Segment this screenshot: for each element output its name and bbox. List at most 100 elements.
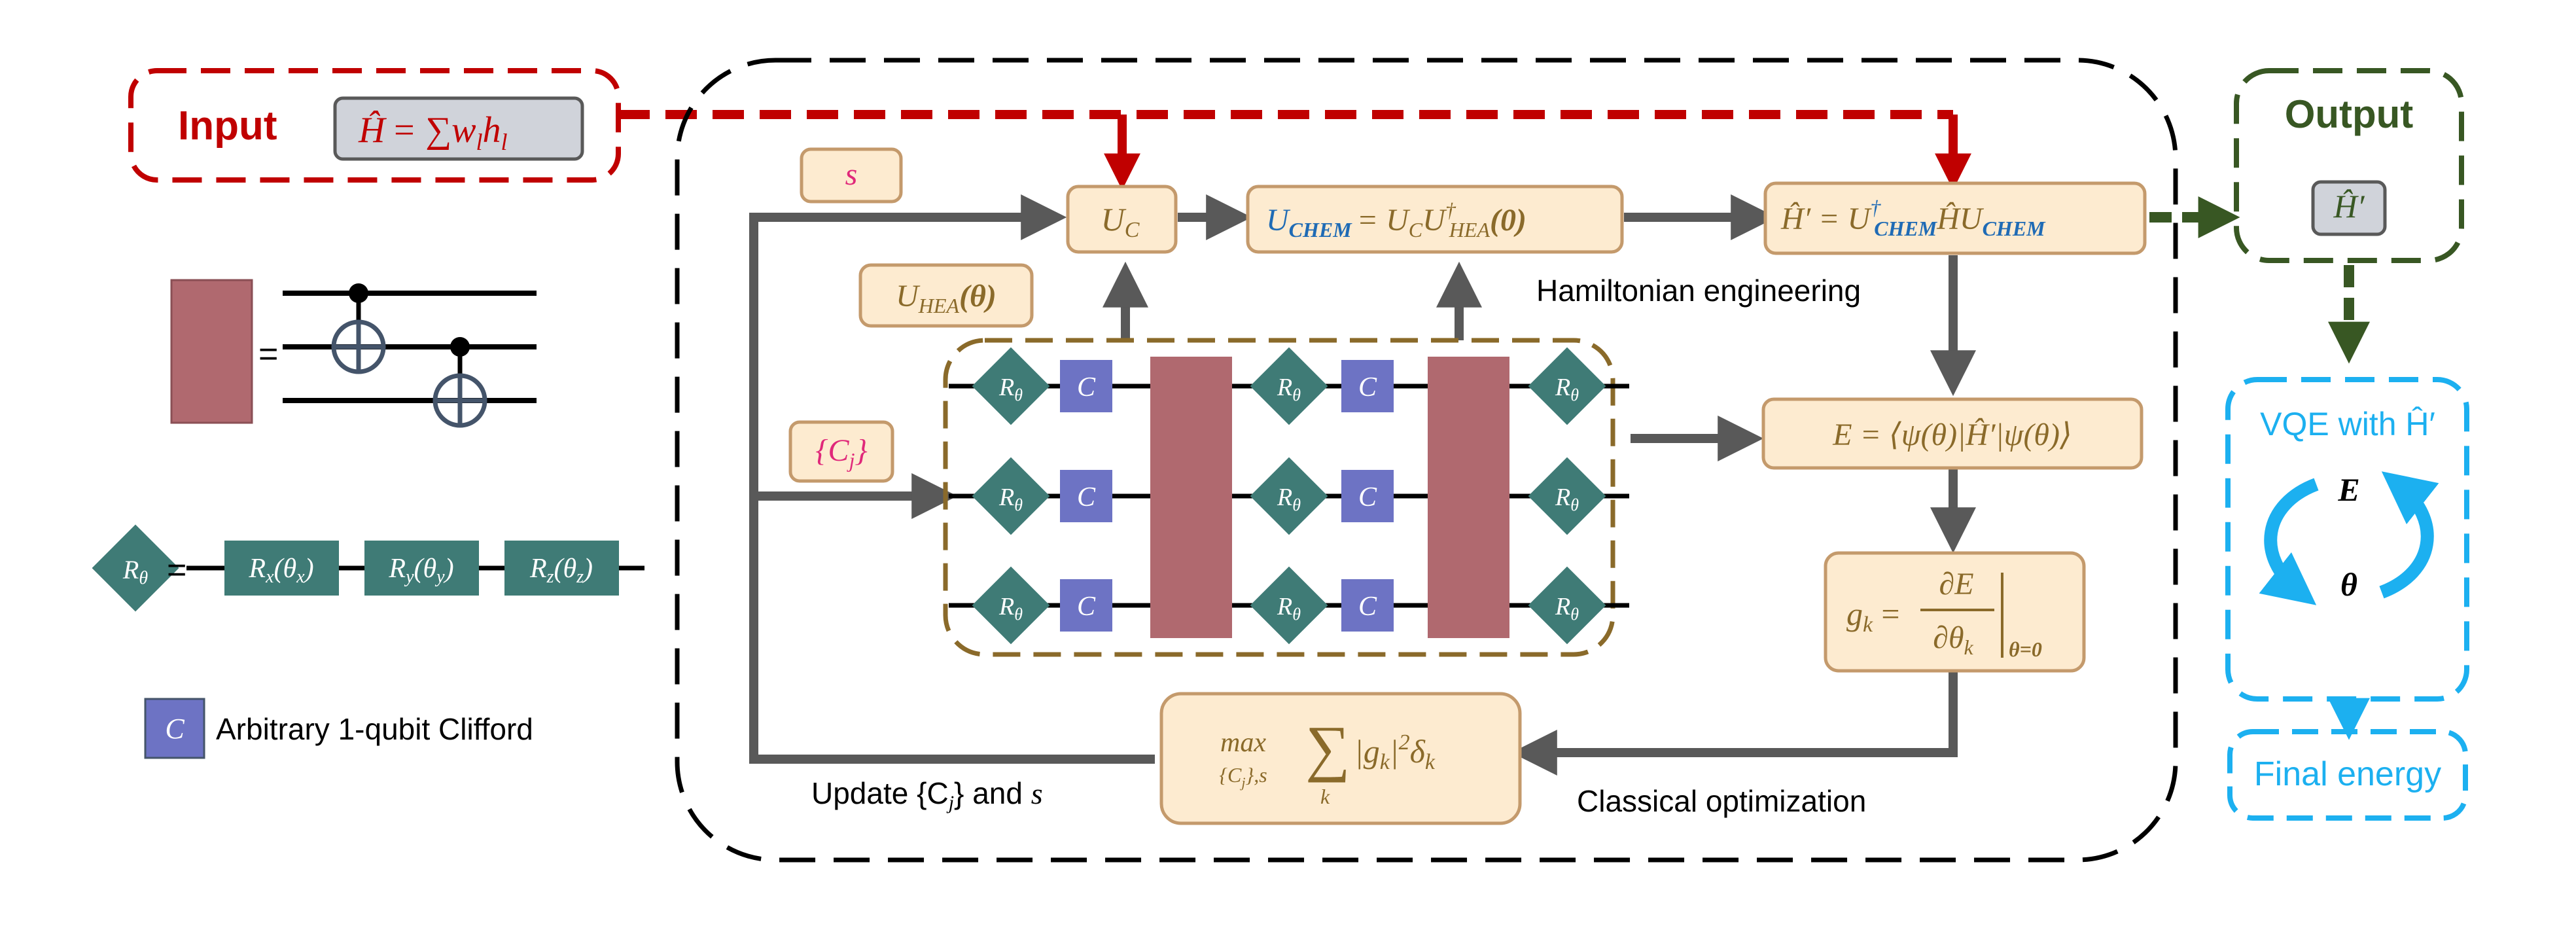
svg-text:C: C <box>165 713 185 745</box>
cj-label: {Cj} <box>815 433 867 472</box>
clifford-swatch <box>144 698 205 759</box>
gradient-box: gk= ∂E ∂θk θ=0 <box>1824 551 2086 673</box>
vqe-cycle-right <box>2379 471 2439 599</box>
vqe-theta: θ <box>2340 566 2357 603</box>
rtheta-gate: Rθ <box>972 347 1050 425</box>
clifford-gate: C <box>1060 470 1112 522</box>
gradient-denominator: ∂θk <box>1933 620 1973 659</box>
classical-optimization-label: Classical optimization <box>1577 784 1866 818</box>
svg-text:Rθ: Rθ <box>1555 374 1579 404</box>
output-hamiltonian: Ĥ′ <box>2333 188 2365 224</box>
hprime-box: Ĥ′ = U†CHEMĤUCHEM <box>1763 181 2147 255</box>
svg-text:C: C <box>1077 372 1096 402</box>
final-frame <box>2227 729 2468 821</box>
ry-gate <box>364 541 479 596</box>
update-label: Update {Cj} and s <box>811 776 1043 813</box>
cnot1-control <box>349 283 368 303</box>
svg-text:Rz(θz): Rz(θz) <box>529 554 593 587</box>
cnot2-control <box>450 337 470 357</box>
s-label: s <box>845 157 858 192</box>
main-flow-arrows <box>749 194 1976 776</box>
s-box: s <box>800 147 903 204</box>
legend-clifford: C Arbitrary 1-qubit Clifford <box>144 698 533 759</box>
energy-expectation: E = ⟨ψ(θ)|Ĥ′|ψ(θ)⟩ <box>1832 418 2072 452</box>
output-frame <box>2234 68 2464 263</box>
input-label: Input <box>178 103 277 149</box>
energy-box: E = ⟨ψ(θ)|Ĥ′|ψ(θ)⟩ <box>1761 397 2144 470</box>
svg-text:Rθ: Rθ <box>998 593 1023 624</box>
rtheta-swatch <box>92 524 179 612</box>
input-hamiltonian: Ĥ= ∑wlhl <box>358 110 508 155</box>
rtheta-gate: Rθ <box>1250 347 1328 425</box>
rtheta-gate: Rθ <box>972 566 1050 645</box>
svg-text:max: max <box>1220 728 1266 758</box>
svg-text:C: C <box>1358 372 1377 402</box>
svg-text:C: C <box>1077 592 1096 622</box>
rtheta-gate: Rθ <box>1528 347 1606 425</box>
svg-text:Rx(θx): Rx(θx) <box>248 554 313 587</box>
input-panel: Input Ĥ= ∑wlhl <box>128 68 621 183</box>
svg-text:C: C <box>1358 592 1377 622</box>
output-panel: Output Ĥ′ <box>2234 68 2464 263</box>
clifford-description: Arbitrary 1-qubit Clifford <box>216 712 533 746</box>
vqe-title: VQE with Ĥ′ <box>2260 406 2435 442</box>
entangler-block-1 <box>1150 357 1232 638</box>
uchem-definition: UCHEM= UCU†HEA(0) <box>1266 198 1526 241</box>
legend-cnot: = <box>170 279 537 428</box>
uchem-box: UCHEM= UCU†HEA(0) <box>1246 185 1624 254</box>
uhea-box: UHEA(θ) <box>858 263 1034 328</box>
vqe-energy: E <box>2337 471 2359 508</box>
rtheta-gate: Rθ <box>1250 566 1328 645</box>
rz-gate <box>504 541 619 596</box>
gradient-evaluation: θ=0 <box>2009 637 2042 661</box>
svg-text:Ry(θy): Ry(θy) <box>388 554 453 587</box>
svg-text:Rθ: Rθ <box>1277 593 1301 624</box>
clifford-gate: C <box>1060 360 1112 412</box>
circuit-frame <box>943 338 1615 657</box>
svg-text:Rθ: Rθ <box>122 555 148 588</box>
clifford-gate: C <box>1060 579 1112 632</box>
svg-text:k: k <box>1320 785 1330 808</box>
svg-text:{Cj},s: {Cj},s <box>1219 763 1267 791</box>
final-panel: Final energy <box>2227 729 2468 821</box>
uhea-label: UHEA(θ) <box>896 279 997 317</box>
uc-box: UC <box>1066 185 1178 254</box>
rtheta-gate: Rθ <box>1250 457 1328 535</box>
svg-text:Rθ: Rθ <box>1277 484 1301 514</box>
svg-text:|gk|2δk: |gk|2δk <box>1354 730 1436 774</box>
entangler-block-2 <box>1428 357 1509 638</box>
hprime-definition: Ĥ′ = U†CHEMĤUCHEM <box>1780 196 2046 240</box>
cnot-block-swatch <box>170 279 253 424</box>
vqe-cycle-left <box>2259 478 2319 605</box>
svg-text:Rθ: Rθ <box>1555 593 1579 624</box>
rtheta-gate: Rθ <box>972 457 1050 535</box>
svg-text:gk=: gk= <box>1846 596 1901 637</box>
clifford-gate: C <box>1341 360 1394 412</box>
gradient-numerator: ∂E <box>1939 567 1973 601</box>
clifford-gate: C <box>1341 470 1394 522</box>
svg-text:Rθ: Rθ <box>1555 484 1579 514</box>
svg-text:Rθ: Rθ <box>998 374 1023 404</box>
svg-text:∑: ∑ <box>1305 713 1350 783</box>
output-hamiltonian-box <box>2311 180 2387 236</box>
legend-rtheta: Rθ = Rx(θx) Ry(θy) Rz(θz) <box>92 524 644 612</box>
svg-text:Rθ: Rθ <box>1277 374 1301 404</box>
rtheta-equals: = <box>167 551 186 589</box>
output-arrows <box>2149 196 2370 364</box>
svg-text:C: C <box>1077 482 1096 512</box>
vqe-panel: VQE with Ĥ′ E θ <box>2225 377 2469 702</box>
max-box: max {Cj},s ∑ k |gk|2δk <box>1159 692 1522 825</box>
input-hamiltonian-box <box>333 96 584 161</box>
uc-label: UC <box>1101 201 1140 242</box>
rtheta-gate: Rθ <box>1528 457 1606 535</box>
output-label: Output <box>2285 92 2414 136</box>
rtheta-gate: Rθ <box>1528 566 1606 645</box>
rx-gate <box>224 541 339 596</box>
svg-text:C: C <box>1358 482 1377 512</box>
input-frame <box>128 68 621 183</box>
main-frame <box>675 58 2178 863</box>
clifford-gate: C <box>1341 579 1394 632</box>
final-energy-label: Final energy <box>2254 755 2441 793</box>
